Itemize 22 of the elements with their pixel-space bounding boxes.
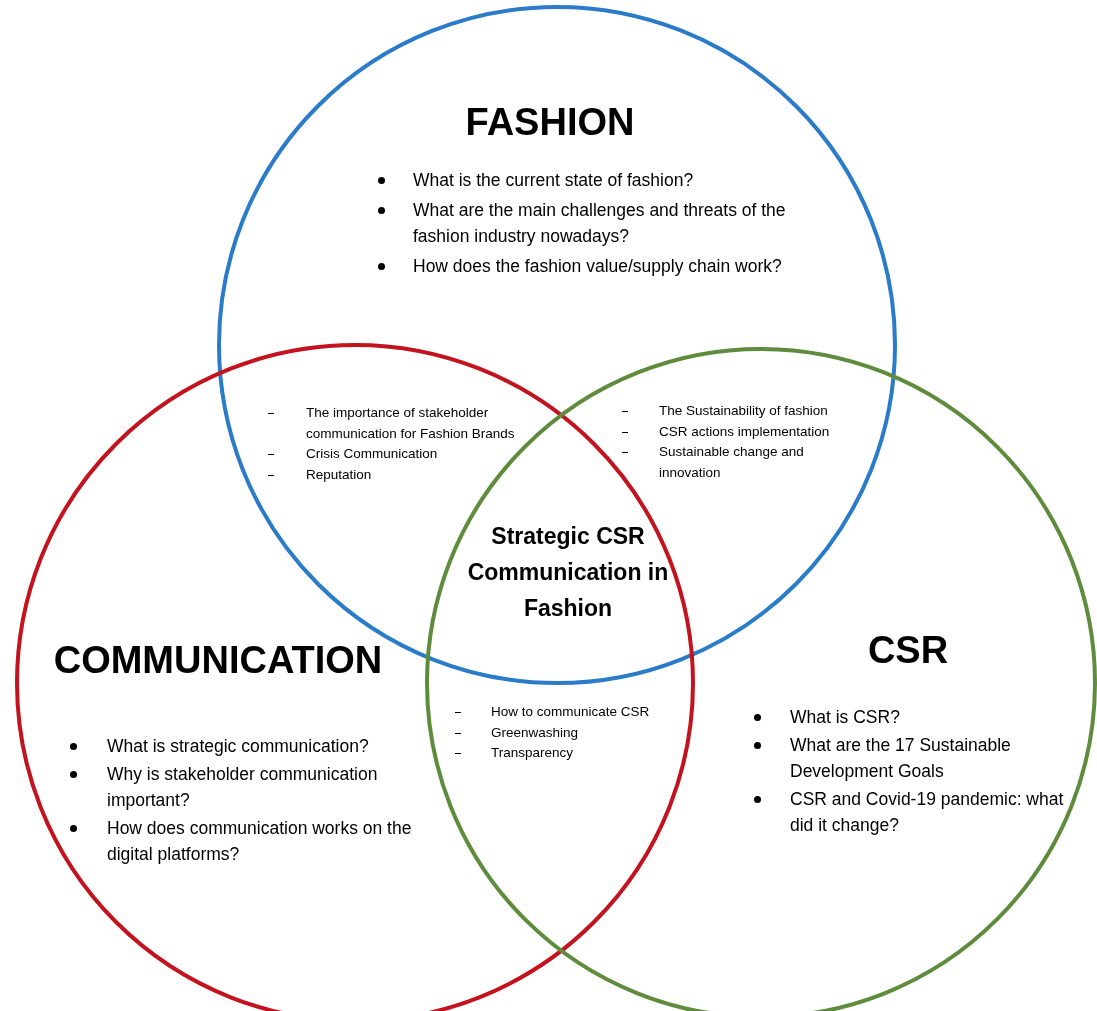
question-text: What are the 17 Sustainable Development Goals	[790, 735, 1011, 781]
overlap-topic: Reputation	[306, 466, 372, 482]
question-text: How does the fashion value/supply chain work?	[413, 256, 782, 276]
question-text: What is CSR?	[790, 707, 900, 727]
overlap-topic: The importance of stakeholder communication for Fashion Brands	[306, 405, 515, 441]
central-topic: Strategic CSR Communication in Fashion	[466, 522, 670, 623]
overlap-topic: How to communicate CSR	[491, 704, 650, 719]
circle-heading: CSR	[867, 628, 949, 672]
question-text: What are the main challenges and threats of the fashion industry nowadays?	[413, 200, 786, 246]
overlap-topic: Sustainable change and innovation	[659, 444, 804, 480]
question-text: Why is stakeholder communication important?	[107, 764, 378, 810]
question-text: What is the current state of fashion?	[413, 170, 694, 190]
question-text: How does communication works on the digital platforms?	[107, 818, 412, 864]
overlap-topic: CSR actions implementation	[659, 423, 830, 439]
overlap-topic: Transparency	[491, 745, 574, 760]
overlap-topic: Greenwashing	[491, 724, 579, 740]
circle-heading: FASHION	[465, 100, 635, 144]
overlap-topic: The Sustainability of fashion	[659, 403, 828, 418]
circle-heading: COMMUNICATION	[53, 638, 383, 682]
question-text: What is strategic communication?	[107, 736, 369, 756]
question-text: CSR and Covid-19 pandemic: what did it change?	[790, 789, 1064, 835]
overlap-topic: Crisis Communication	[306, 446, 438, 461]
